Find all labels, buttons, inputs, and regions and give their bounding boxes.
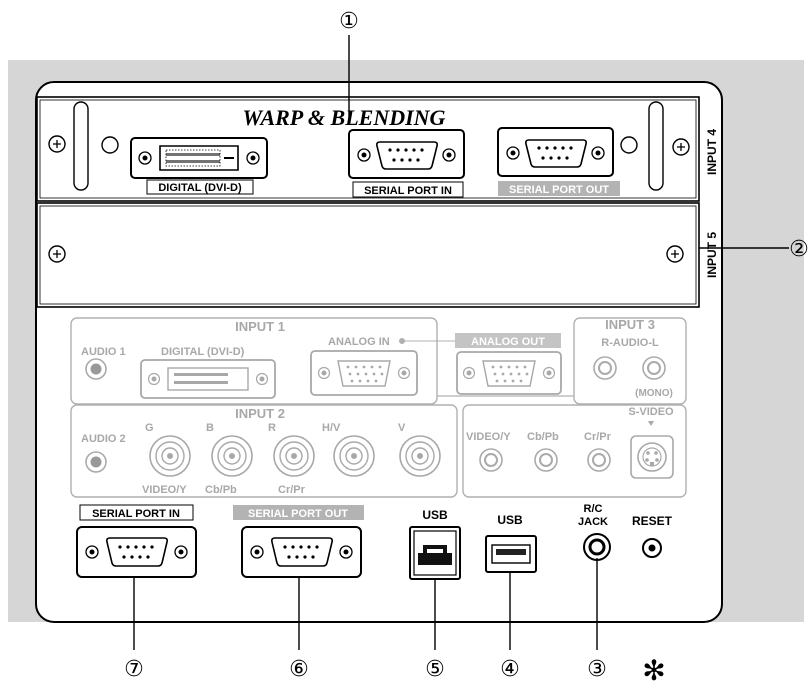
bottom-serial-out-port[interactable]	[241, 526, 362, 578]
usb-b-label: USB	[422, 508, 448, 522]
input3-cbpb-label: Cb/Pb	[527, 431, 559, 443]
callout-7: ⑦	[124, 656, 144, 681]
rc-jack[interactable]	[583, 533, 611, 561]
svideo-label: S-VIDEO	[628, 406, 674, 418]
input1-dvi-port[interactable]	[140, 359, 276, 399]
raudiol-label: R-AUDIO-L	[601, 337, 659, 349]
reset-button[interactable]	[642, 538, 662, 558]
hv-label: H/V	[322, 422, 341, 434]
dvi-d-label: DIGITAL (DVI-D)	[158, 182, 242, 194]
audio2-label: AUDIO 2	[81, 433, 126, 445]
input3-videoy-label: VIDEO/Y	[466, 431, 511, 443]
callout-3: ③	[587, 656, 607, 681]
b-label: B	[206, 422, 214, 434]
screw-icon	[672, 138, 690, 156]
serial-out-label: SERIAL PORT OUT	[509, 184, 609, 196]
bnc-v-port[interactable]	[399, 435, 441, 477]
dvi-d-port[interactable]	[130, 137, 268, 179]
usb-b-port[interactable]	[409, 526, 461, 580]
input4-board: WARP & BLENDING INPUT 4	[36, 96, 719, 202]
rca-cbpb-jack[interactable]	[534, 448, 558, 472]
bottom-serial-in-label: SERIAL PORT IN	[92, 508, 180, 520]
input2-cbpb-label: Cb/Pb	[205, 484, 237, 496]
input3-crpr-label: Cr/Pr	[584, 431, 612, 443]
analog-out-port[interactable]	[456, 351, 562, 395]
input3-title: INPUT 3	[605, 317, 655, 332]
audio1-label: AUDIO 1	[81, 346, 126, 358]
bnc-g-port[interactable]	[149, 435, 191, 477]
asterisk-icon: ✻	[642, 655, 665, 686]
input4-label: INPUT 4	[705, 129, 719, 175]
bnc-r-port[interactable]	[273, 435, 315, 477]
usb-a-port[interactable]	[485, 535, 537, 573]
screw-icon	[666, 245, 684, 263]
audio1-jack[interactable]	[85, 358, 107, 380]
audio-l-jack[interactable]	[642, 356, 666, 380]
slot-right	[648, 101, 664, 191]
rca-crpr-jack[interactable]	[587, 448, 611, 472]
bottom-serial-in-port[interactable]	[76, 526, 197, 578]
rc-label-line2: JACK	[578, 516, 608, 528]
bnc-hv-port[interactable]	[333, 435, 375, 477]
slot-left	[73, 101, 89, 191]
serial-out-port[interactable]	[497, 127, 614, 177]
reset-label: RESET	[632, 514, 673, 528]
bnc-connectors	[149, 435, 441, 477]
input5-label: INPUT 5	[705, 232, 719, 278]
input2-crpr-label: Cr/Pr	[278, 484, 306, 496]
input5-board: INPUT 5	[36, 202, 719, 308]
rca-videoy-jack[interactable]	[479, 448, 503, 472]
bnc-b-port[interactable]	[211, 435, 253, 477]
svideo-port[interactable]	[630, 435, 674, 479]
input2-videoy-label: VIDEO/Y	[142, 484, 187, 496]
screw-icon	[48, 245, 66, 263]
input1-group	[70, 317, 687, 405]
bottom-serial-out-label: SERIAL PORT OUT	[248, 508, 348, 520]
callout-5: ⑤	[425, 656, 445, 681]
board-title: WARP & BLENDING	[243, 105, 446, 130]
input1-title: INPUT 1	[235, 319, 285, 334]
audio-r-jack[interactable]	[593, 356, 617, 380]
callout-6: ⑥	[289, 656, 309, 681]
callout-lines	[133, 35, 789, 650]
usb-a-label: USB	[497, 513, 523, 527]
mono-label: (MONO)	[635, 388, 673, 399]
mount-hole	[101, 136, 119, 154]
serial-in-port[interactable]	[348, 129, 465, 179]
r-label: R	[268, 422, 276, 434]
rc-label-line1: R/C	[584, 503, 603, 515]
v-label: V	[398, 422, 406, 434]
mount-hole	[620, 136, 638, 154]
analog-out-label: ANALOG OUT	[471, 336, 545, 348]
analog-in-label: ANALOG IN	[328, 336, 390, 348]
g-label: G	[145, 422, 154, 434]
input2-title: INPUT 2	[235, 406, 285, 421]
input1-dvi-label: DIGITAL (DVI-D)	[161, 346, 245, 358]
screw-icon	[48, 135, 66, 153]
input2-group	[70, 404, 687, 498]
audio2-jack[interactable]	[85, 451, 107, 473]
serial-in-label: SERIAL PORT IN	[364, 185, 452, 197]
callout-2: ②	[789, 236, 809, 261]
callout-1: ①	[339, 8, 359, 33]
callout-4: ④	[500, 656, 520, 681]
analog-in-port[interactable]	[310, 350, 418, 396]
